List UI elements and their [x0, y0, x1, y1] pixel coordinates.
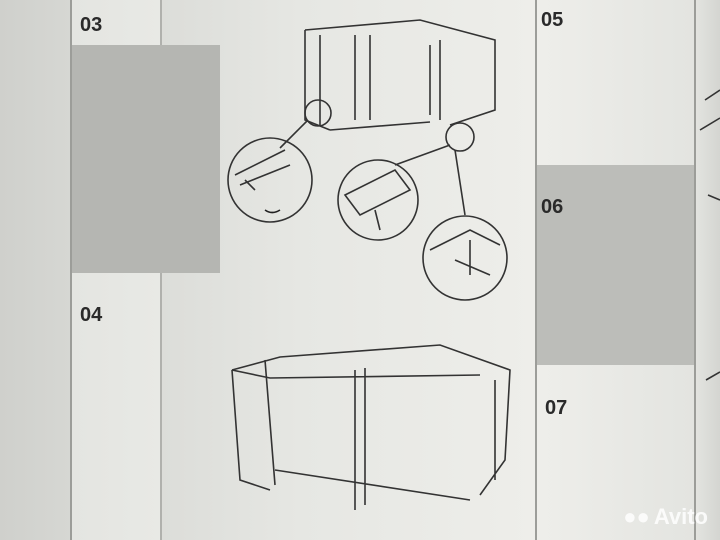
frame-diagram-bottom [231, 344, 511, 510]
detail-circle-latch [227, 137, 313, 223]
avito-watermark: ●● Avito [623, 504, 708, 530]
step-number-05: 05 [541, 9, 564, 31]
frame-diagram-top [279, 19, 496, 166]
step-number-03: 03 [80, 14, 103, 36]
detail-circle-hinge [337, 159, 419, 241]
detail-circle-corner [422, 149, 508, 301]
page-fold [694, 0, 696, 540]
next-page-partial-diagrams [699, 89, 720, 381]
step-number-04: 04 [80, 304, 103, 326]
step-06-shade [537, 165, 694, 365]
avito-logo-icon: ●● [623, 504, 650, 529]
step-number-07: 07 [545, 397, 568, 419]
step-number-06: 06 [541, 196, 564, 218]
step-03-shade [72, 45, 220, 273]
page-fold [535, 0, 537, 540]
watermark-text: Avito [653, 504, 708, 529]
page-fold [70, 0, 72, 540]
